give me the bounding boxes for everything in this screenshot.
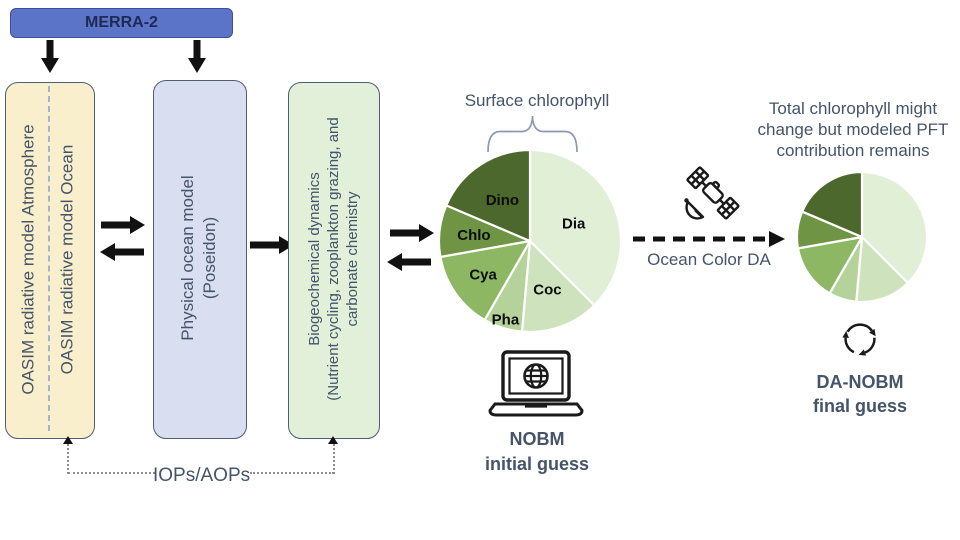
merra2-title: MERRA-2 [85, 14, 158, 31]
merra2-box: MERRA-2 [10, 8, 233, 38]
right-arrow-icon [101, 216, 145, 234]
pie-label-dia: Dia [562, 215, 586, 232]
pie-slice-dia [528, 149, 622, 307]
dotted-connector [333, 444, 335, 474]
pie-slice-dia [860, 170, 929, 285]
pie-slice-coc [520, 239, 596, 333]
dashed-right-arrow-icon [633, 231, 785, 247]
da-nobm-pie [795, 170, 929, 304]
poseidon-label: Physical ocean model (Poseidon) [178, 175, 219, 341]
up-arrowhead-icon [63, 436, 73, 444]
left-arrow-icon [387, 253, 431, 271]
oasim-box [5, 82, 95, 439]
pie-label-chlo: Chlo [457, 227, 490, 244]
dotted-connector [67, 444, 69, 474]
pie-label-coc: Coc [533, 281, 561, 298]
down-arrow-icon [188, 40, 206, 73]
pie-slice-dino [801, 170, 864, 239]
oasim-ocean-label: OASIM radiative model Ocean [57, 144, 76, 375]
left-arrow-icon [100, 243, 144, 261]
surface-chlorophyll-label: Surface chlorophyll [464, 91, 610, 110]
right-arrow-icon [250, 236, 294, 254]
down-arrow-icon [41, 40, 59, 73]
pie-label-pha: Pha [492, 312, 520, 329]
dotted-connector [68, 472, 155, 474]
da-pie-title: Total chlorophyll might change but model… [757, 99, 949, 160]
nobm-caption: NOBM initial guess [484, 429, 590, 474]
biogeo-box [288, 82, 380, 439]
pie-label-dino: Dino [486, 192, 519, 209]
oasim-atmosphere-label: OASIM radiative model Atmosphere [18, 124, 37, 395]
curly-brace-icon [487, 115, 578, 153]
right-arrow-icon [390, 224, 434, 242]
satellite-icon [684, 166, 740, 220]
cycle-arrows-icon [842, 323, 876, 356]
biogeo-label: Biogeochemical dynamics (Nutrient cyclin… [305, 117, 361, 401]
pie-slice-dino [445, 149, 532, 243]
pie-slice-cya [439, 239, 532, 322]
da-nobm-caption: DA-NOBM final guess [812, 372, 908, 416]
ocean-color-da-label: Ocean Color DA [647, 250, 771, 269]
pie-label-cya: Cya [469, 266, 497, 283]
laptop-globe-icon [488, 350, 584, 417]
dotted-connector [250, 472, 334, 474]
up-arrowhead-icon [328, 436, 338, 444]
poseidon-box [153, 80, 247, 439]
iops-aops-label: IOPs/AOPs [153, 465, 251, 486]
oasim-divider [48, 86, 50, 431]
